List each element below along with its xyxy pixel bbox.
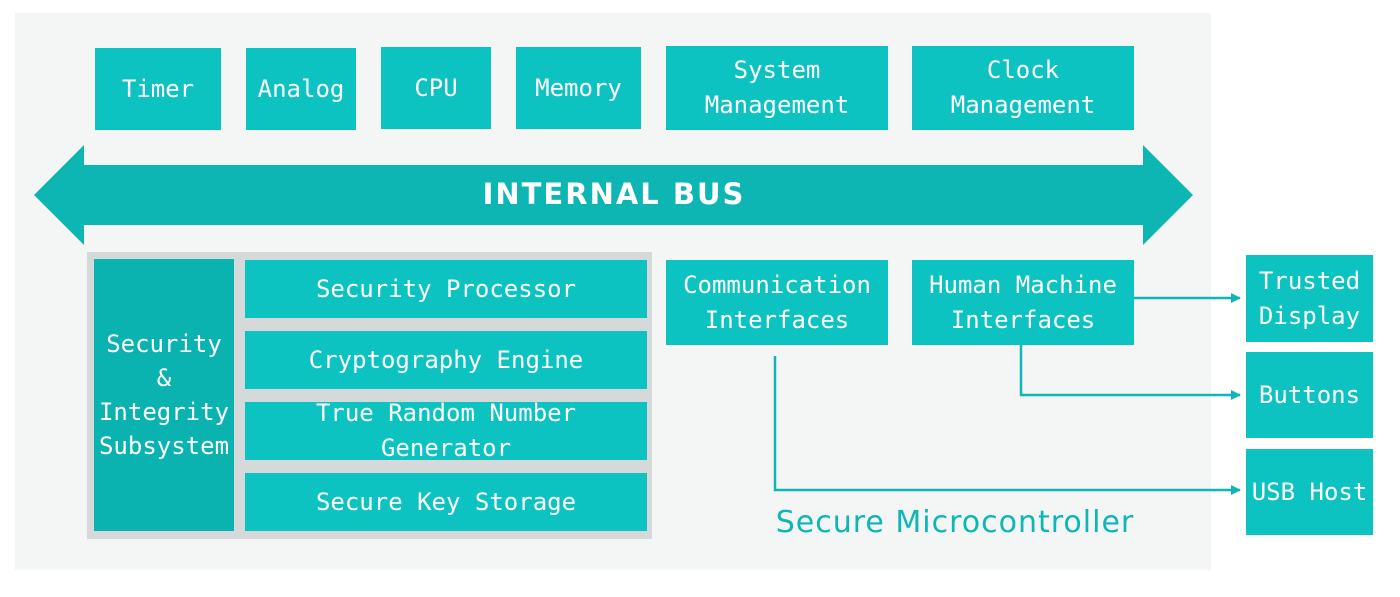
security-integrity-subsystem-block: Security & Integrity Subsystem <box>94 259 234 531</box>
secure-key-storage-block: Secure Key Storage <box>245 473 647 531</box>
security-processor-block: Security Processor <box>245 260 647 318</box>
cpu-block: CPU <box>381 47 491 129</box>
trusted-display-block: Trusted Display <box>1246 255 1373 342</box>
memory-block: Memory <box>516 47 641 129</box>
communication-interfaces-block: Communication Interfaces <box>666 260 888 345</box>
human-machine-interfaces-block: Human Machine Interfaces <box>912 260 1134 345</box>
true-random-number-generator-block: True Random Number Generator <box>245 399 647 462</box>
system-management-block: System Management <box>666 46 888 130</box>
analog-block: Analog <box>246 48 356 130</box>
cryptography-engine-block: Cryptography Engine <box>245 331 647 389</box>
secure-microcontroller-label: Secure Microcontroller <box>775 505 1135 540</box>
timer-block: Timer <box>95 48 221 130</box>
usb-host-block: USB Host <box>1246 449 1373 535</box>
clock-management-block: Clock Management <box>912 46 1134 130</box>
internal-bus-label: INTERNAL BUS <box>482 177 746 211</box>
buttons-block: Buttons <box>1246 352 1373 438</box>
